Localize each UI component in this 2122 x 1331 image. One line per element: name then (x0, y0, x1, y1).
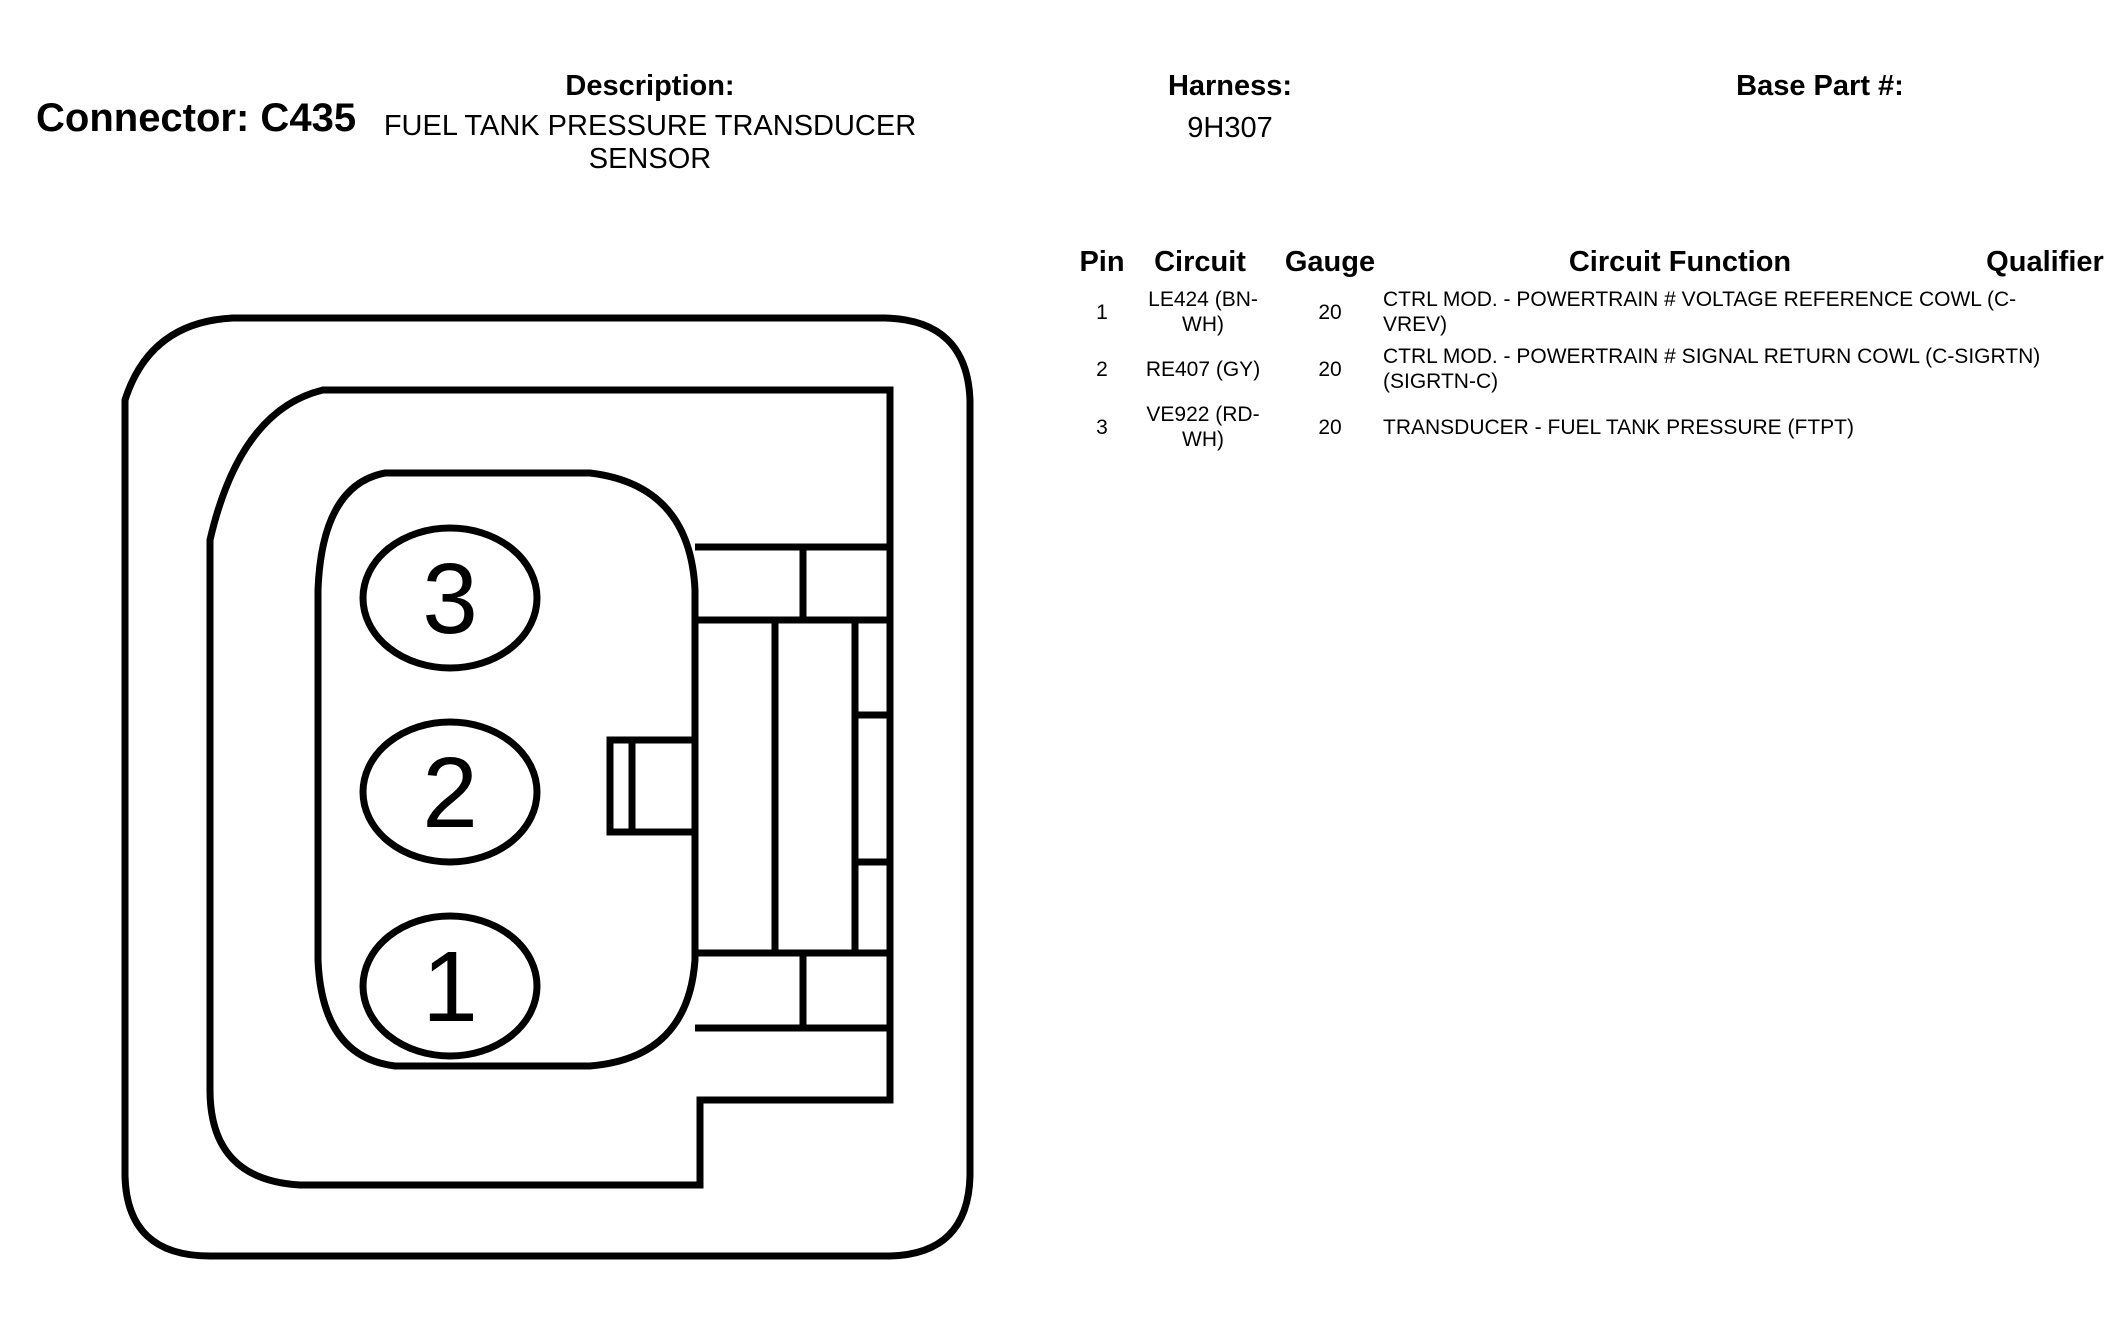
pin-cavity-body (314, 469, 699, 1070)
column-header-gauge: Gauge (1284, 246, 1376, 278)
pin-cell: 1 (1096, 301, 1108, 324)
circuit-function-cell: CTRL MOD. - POWERTRAIN # SIGNAL RETURN C… (1383, 345, 2041, 393)
connector-outer-shell (121, 314, 974, 1260)
harness-value: 9H307 (1187, 112, 1273, 144)
circuit-cell: VE922 (RD-WH) (1146, 403, 1260, 451)
pin-1-label: 1 (422, 931, 478, 1043)
harness-label: Harness: (1167, 70, 1293, 102)
column-header-qualifier: Qualifier (1986, 246, 2104, 278)
pin-3-cavity (359, 524, 541, 672)
circuit-cell: LE424 (BN-WH) (1148, 288, 1258, 336)
gauge-cell: 20 (1318, 416, 1342, 439)
column-header-circuit-function: Circuit Function (1568, 246, 1792, 278)
pin-1-cavity (359, 912, 541, 1060)
base-part-label: Base Part #: (1736, 70, 1904, 102)
column-header-pin: Pin (1079, 246, 1125, 278)
description-label: Description: (565, 70, 735, 102)
pin-cell: 2 (1096, 358, 1108, 381)
pin-cell: 3 (1096, 416, 1108, 439)
pin-2-label: 2 (422, 737, 478, 849)
latch-tab (606, 736, 695, 836)
gauge-cell: 20 (1318, 358, 1342, 381)
connector-title: Connector: C435 (36, 96, 357, 140)
circuit-function-cell: TRANSDUCER - FUEL TANK PRESSURE (FTPT) (1383, 416, 1854, 439)
description-value: FUEL TANK PRESSURE TRANSDUCER SENSOR (383, 110, 917, 175)
column-header-circuit: Circuit (1154, 246, 1246, 278)
circuit-cell: RE407 (GY) (1145, 358, 1261, 381)
pin-3-label: 3 (422, 543, 478, 655)
circuit-function-cell: CTRL MOD. - POWERTRAIN # VOLTAGE REFEREN… (1383, 288, 2017, 336)
pin-2-cavity (359, 718, 541, 866)
connector-face-diagram: 3 2 1 (121, 314, 974, 1260)
gauge-cell: 20 (1318, 301, 1342, 324)
connector-inner-shell (206, 386, 894, 1189)
